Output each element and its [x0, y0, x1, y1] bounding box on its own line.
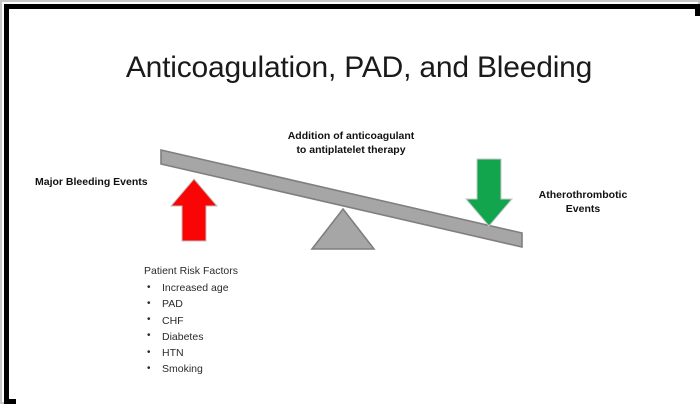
list-item: HTN — [144, 345, 238, 361]
fulcrum-triangle — [310, 207, 376, 250]
slide-canvas: Anticoagulation, PAD, and Bleeding — [16, 16, 700, 406]
center-caption-line2: to antiplatelet therapy — [296, 144, 406, 156]
center-caption-line1: Addition of anticoagulant — [287, 130, 415, 142]
center-caption: Addition of anticoagulant to antiplatele… — [261, 129, 441, 157]
risk-factors-list: Increased age PAD CHF Diabetes HTN Smoki… — [144, 280, 238, 377]
green-down-arrow-icon — [464, 158, 514, 227]
risk-factors-block: Patient Risk Factors Increased age PAD C… — [144, 263, 238, 377]
page-title: Anticoagulation, PAD, and Bleeding — [125, 51, 593, 84]
list-item: Smoking — [144, 361, 238, 377]
list-item: PAD — [144, 296, 238, 312]
list-item: Increased age — [144, 280, 238, 296]
right-outcome-label: Atherothrombotic Events — [519, 188, 647, 216]
list-item: CHF — [144, 312, 238, 329]
right-outcome-label-line2: Events — [565, 203, 601, 215]
right-outcome-label-line1: Atherothrombotic — [538, 189, 628, 201]
red-up-arrow-icon — [169, 178, 219, 242]
list-item: Diabetes — [144, 328, 238, 345]
balance-beam — [160, 148, 523, 249]
slide-black-border: Anticoagulation, PAD, and Bleeding — [4, 4, 700, 406]
seesaw-diagram — [160, 148, 523, 250]
left-outcome-label: Major Bleeding Events — [35, 176, 148, 188]
risk-factors-title: Patient Risk Factors — [144, 265, 238, 277]
